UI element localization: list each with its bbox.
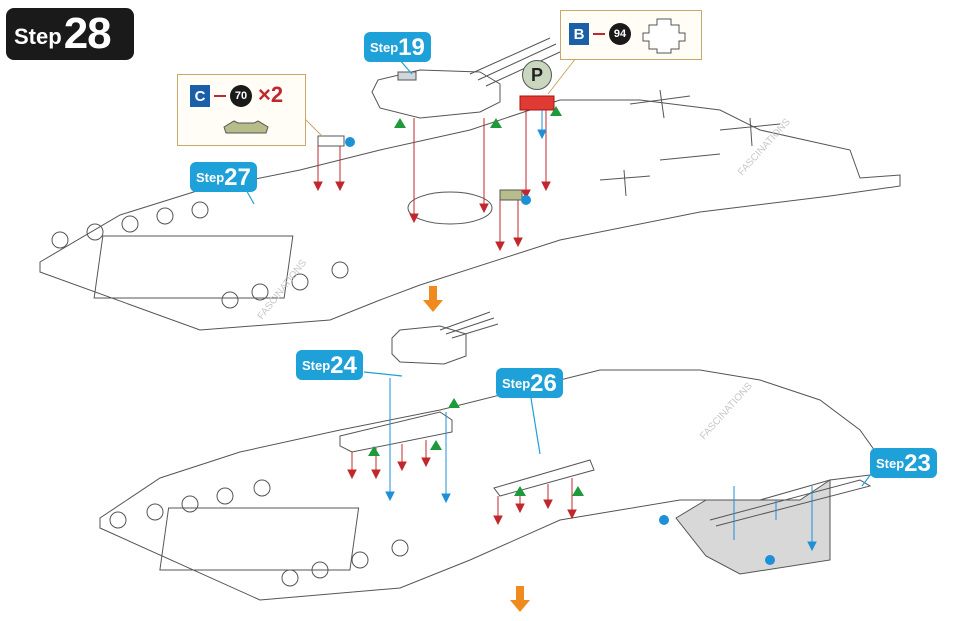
blue-dot-3 <box>659 515 669 525</box>
part-dash <box>593 33 605 35</box>
step-tag-word: Step <box>302 358 331 373</box>
blue-dot-1 <box>345 137 355 147</box>
step-word: Step <box>14 24 62 49</box>
step-23-tag: Step 23 <box>870 448 937 478</box>
step-tag-number: 24 <box>330 352 357 379</box>
step-28-badge: Step 28 <box>6 8 134 60</box>
down-arrow-2 <box>510 586 530 612</box>
upper-turret <box>371 69 501 119</box>
upper-deck-outline <box>39 99 901 331</box>
part-quantity: ×2 <box>258 82 284 107</box>
blue-dot-4 <box>765 555 775 565</box>
step-19-tag: Step 19 <box>364 32 431 62</box>
step-26-tag: Step 26 <box>496 368 563 398</box>
step-tag-number: 19 <box>398 34 425 61</box>
paint-marker-p: P <box>522 60 552 90</box>
lower-deck-hatch <box>159 507 360 571</box>
step-tag-number: 23 <box>904 450 931 477</box>
mounts-lower <box>109 479 409 587</box>
step26-platform <box>493 459 595 497</box>
step-24-tag: Step 24 <box>296 350 363 380</box>
mounts-upper <box>51 201 349 309</box>
step-tag-word: Step <box>196 170 225 185</box>
step-number: 28 <box>63 9 112 58</box>
part-letter-b: B <box>569 23 589 45</box>
step-27-tag: Step 27 <box>190 162 257 192</box>
step-tag-word: Step <box>876 456 905 471</box>
part-number-94: 94 <box>609 23 631 45</box>
lower-turret <box>391 325 467 365</box>
part-dash <box>214 95 226 97</box>
step24-platform <box>339 411 453 453</box>
step-tag-word: Step <box>502 376 531 391</box>
part-callout-c70: C 70 ×2 <box>177 74 306 146</box>
step-tag-number: 27 <box>224 164 251 191</box>
upper-deck-hatch <box>93 235 294 299</box>
crane-assembly <box>675 479 831 575</box>
part-letter-c: C <box>190 85 210 107</box>
step-tag-number: 26 <box>530 370 557 397</box>
green-triangle <box>394 118 406 128</box>
part-b94-shape <box>642 18 686 54</box>
part-c70-shape <box>223 120 269 134</box>
down-arrow-1 <box>423 286 443 312</box>
part-number-70: 70 <box>230 85 252 107</box>
watermark-3: FASCINATIONS <box>698 380 755 442</box>
step-tag-word: Step <box>370 40 399 55</box>
blue-dot-2 <box>521 195 531 205</box>
part-callout-b94: B 94 <box>560 10 702 60</box>
